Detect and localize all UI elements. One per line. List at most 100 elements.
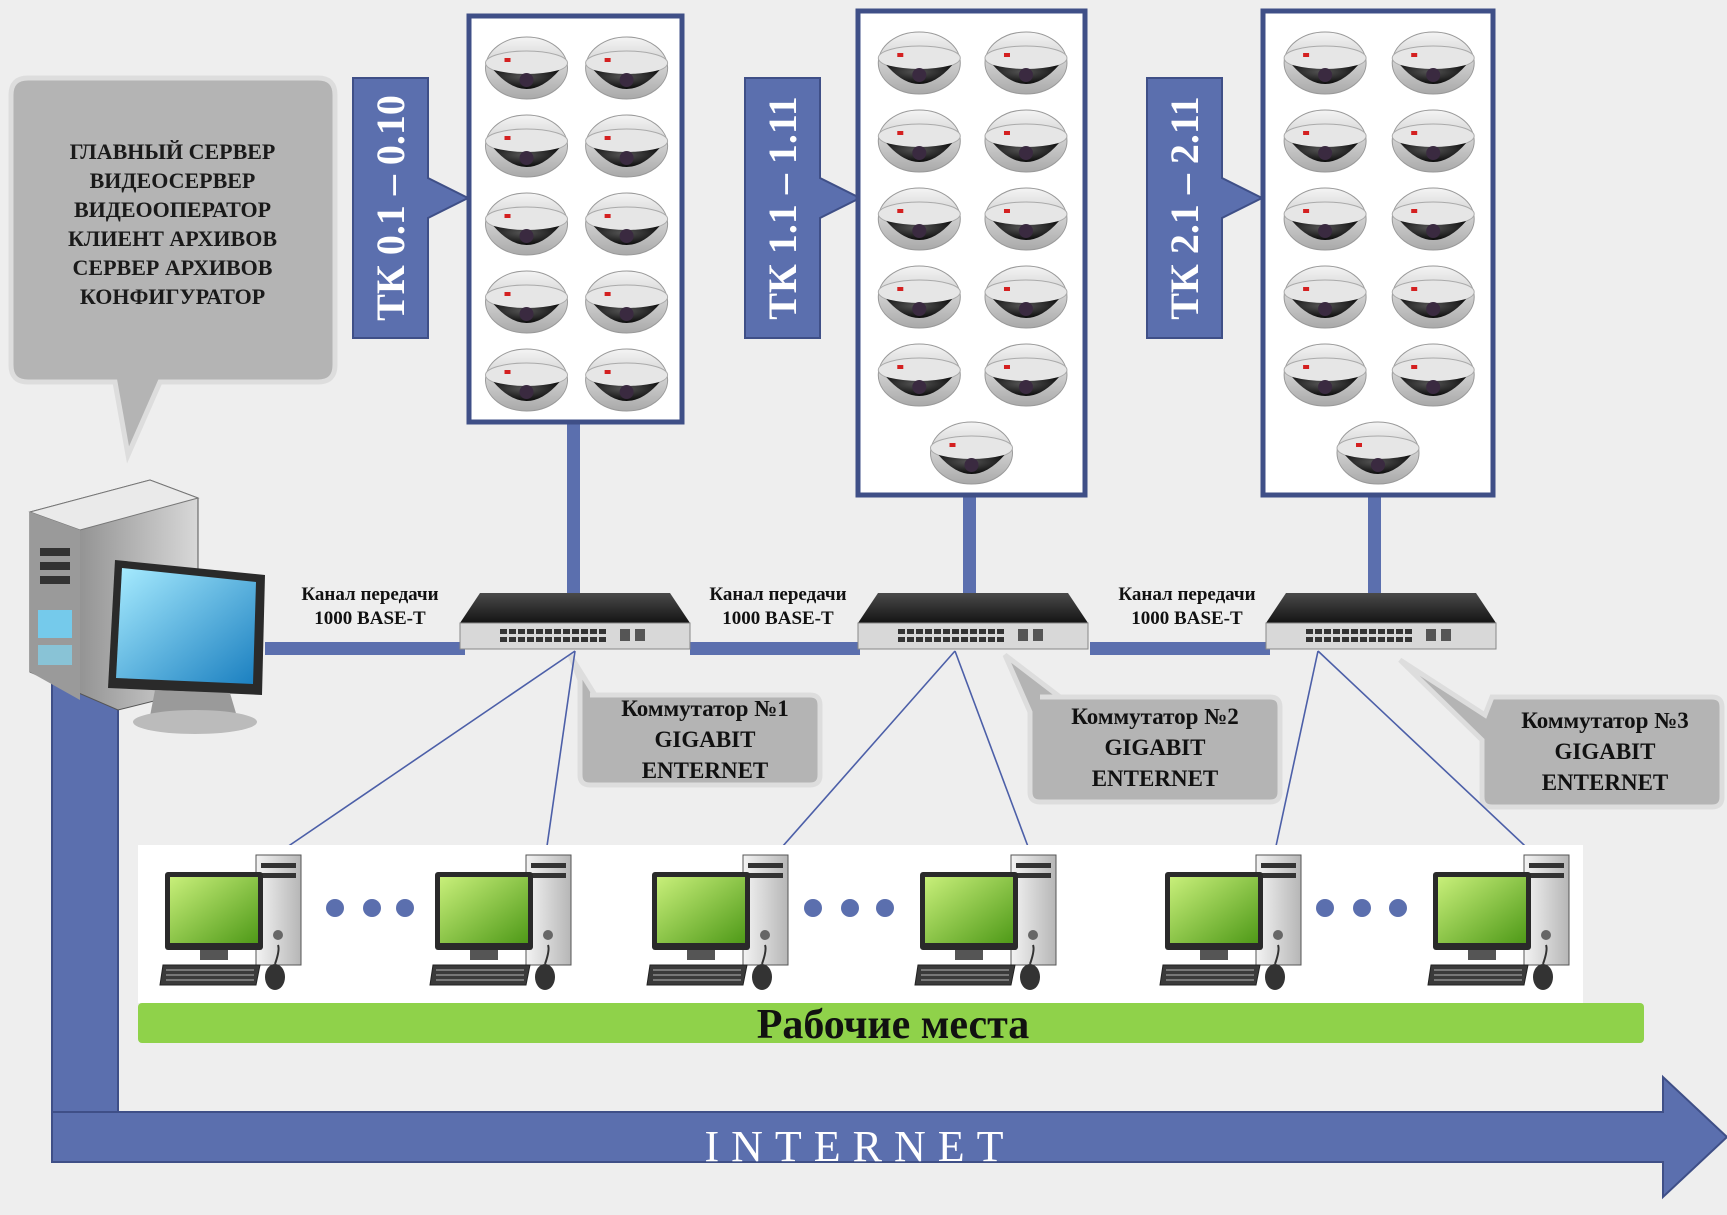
workstation-computer-icon <box>646 854 789 990</box>
dome-camera-icon <box>585 192 669 256</box>
ellipsis-dot <box>841 899 859 917</box>
ellipsis-dot <box>363 899 381 917</box>
switch-label-1: Коммутатор №1 GIGABIT ENTERNET <box>590 693 820 786</box>
link-label-2: Канал передачи 1000 BASE-T <box>683 583 873 631</box>
workplace-links <box>267 650 1541 873</box>
switch-label-line: GIGABIT <box>1554 739 1656 764</box>
dome-camera-icon <box>1283 109 1367 173</box>
ellipsis-dot <box>1389 899 1407 917</box>
dome-camera-icon <box>585 348 669 412</box>
workplaces-bar <box>138 1003 1644 1043</box>
ellipsis-dot <box>1316 899 1334 917</box>
dome-camera-icon <box>585 114 669 178</box>
dome-camera-icon <box>485 270 569 334</box>
link-label-line: Канал передачи <box>709 584 847 605</box>
switch-label-line: Коммутатор №3 <box>1521 708 1689 733</box>
switch-label-line: ENTERNET <box>1541 770 1669 795</box>
dome-camera-icon <box>984 187 1068 251</box>
dome-camera-icon <box>984 265 1068 329</box>
dome-camera-icon <box>877 343 961 407</box>
switches <box>459 593 1497 650</box>
dome-camera-icon <box>877 109 961 173</box>
dome-camera-icon <box>1336 421 1420 485</box>
dome-camera-icon <box>1391 343 1475 407</box>
switch-label-3: Коммутатор №3 GIGABIT ENTERNET <box>1490 705 1720 798</box>
server-role: КЛИЕНТ АРХИВОВ <box>67 226 278 251</box>
link-label-line: 1000 BASE-T <box>314 608 426 629</box>
link-label-1: Канал передачи 1000 BASE-T <box>275 583 465 631</box>
main-server-computer <box>28 479 265 734</box>
dome-camera-icon <box>485 192 569 256</box>
link-label-3: Канал передачи 1000 BASE-T <box>1092 583 1282 631</box>
switch-label-line: ENTERNET <box>641 758 769 783</box>
server-bubble <box>8 75 338 464</box>
dome-camera-icon <box>1283 265 1367 329</box>
tk-arrows <box>352 77 1265 339</box>
workplaces-label: Рабочие места <box>756 1002 1030 1048</box>
ellipsis-dot <box>396 899 414 917</box>
workplaces-background <box>138 845 1583 1003</box>
camera-panels <box>466 8 1496 498</box>
dome-camera-icon <box>877 187 961 251</box>
ellipsis-dot <box>1353 899 1371 917</box>
dome-camera-icon <box>1283 31 1367 95</box>
server-role: ГЛАВНЫЙ СЕРВЕР <box>69 139 276 164</box>
switch-label-line: GIGABIT <box>1104 735 1206 760</box>
gigabit-switch-icon <box>459 593 691 650</box>
workstation-computer-icon <box>429 854 572 990</box>
server-role: КОНФИГУРАТОР <box>79 284 266 309</box>
ellipsis-dot <box>326 899 344 917</box>
dome-camera-icon <box>485 36 569 100</box>
link-label-line: 1000 BASE-T <box>1131 608 1243 629</box>
transmission-lines <box>265 642 1270 655</box>
camera-uplinks <box>567 422 1381 597</box>
server-role: ВИДЕОСЕРВЕР <box>89 168 256 193</box>
dome-camera-icon <box>485 348 569 412</box>
workstations <box>159 854 1570 990</box>
dome-camera-icon <box>877 265 961 329</box>
link-label-line: 1000 BASE-T <box>722 608 834 629</box>
workstation-computer-icon <box>159 854 302 990</box>
dome-camera-icon <box>984 31 1068 95</box>
dome-camera-icon <box>1391 265 1475 329</box>
dome-camera-icon <box>930 421 1013 485</box>
switch-label-line: ENTERNET <box>1091 766 1219 791</box>
ellipsis-dot <box>804 899 822 917</box>
switch-label-line: Коммутатор №2 <box>1071 704 1239 729</box>
dome-camera-icon <box>1283 187 1367 251</box>
dome-camera-icon <box>1283 343 1367 407</box>
server-roles: ГЛАВНЫЙ СЕРВЕР ВИДЕОСЕРВЕР ВИДЕООПЕРАТОР… <box>30 137 315 311</box>
server-role: СЕРВЕР АРХИВОВ <box>72 255 273 280</box>
camera-panel <box>855 8 1088 498</box>
tk-label-group-1: ТК 1.1 – 1.11 <box>760 96 805 320</box>
dome-camera-icon <box>585 270 669 334</box>
switch-callouts <box>567 653 1725 810</box>
switch-label-line: GIGABIT <box>654 727 756 752</box>
tk-label-group-0: ТК 0.1 – 0.10 <box>368 95 413 321</box>
dome-camera-icon <box>1391 31 1475 95</box>
workstation-computer-icon <box>914 854 1057 990</box>
tk-label-group-2: ТК 2.1 – 2.11 <box>1162 96 1207 320</box>
dome-camera-icon <box>984 109 1068 173</box>
link-label-line: Канал передачи <box>1118 584 1256 605</box>
switch-label-line: Коммутатор №1 <box>621 696 789 721</box>
camera-panel <box>1260 8 1496 498</box>
dome-camera-icon <box>1391 187 1475 251</box>
dome-camera-icon <box>1391 109 1475 173</box>
internet-label: INTERNET <box>704 1122 1016 1171</box>
server-role: ВИДЕООПЕРАТОР <box>73 197 272 222</box>
link-label-line: Канал передачи <box>301 584 439 605</box>
dome-camera-icon <box>877 31 961 95</box>
ellipsis-dot <box>876 899 894 917</box>
gigabit-switch-icon <box>1265 593 1497 650</box>
workstation-computer-icon <box>1427 854 1570 990</box>
camera-panel <box>466 13 685 425</box>
dome-camera-icon <box>984 343 1068 407</box>
switch-label-2: Коммутатор №2 GIGABIT ENTERNET <box>1040 701 1270 794</box>
gigabit-switch-icon <box>857 593 1089 650</box>
internet-arrow <box>51 639 1727 1200</box>
ellipsis-dots <box>326 899 1407 917</box>
dome-camera-icon <box>585 36 669 100</box>
